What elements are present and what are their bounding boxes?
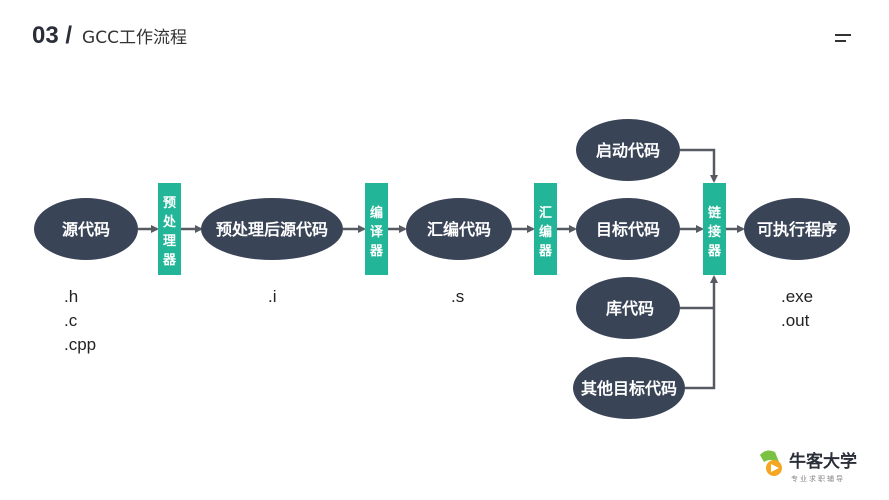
arrow-other-to-linker <box>685 275 718 390</box>
node-startup: 启动代码 <box>576 119 680 181</box>
node-source: 源代码 <box>34 198 138 260</box>
ext-source-2: .cpp <box>64 335 96 354</box>
node-object-label: 目标代码 <box>596 220 660 239</box>
tool-compiler: 编 译 器 <box>365 183 388 275</box>
tool-linker-char-0: 链 <box>707 205 722 221</box>
ext-executable: .exe .out <box>781 287 813 330</box>
node-preprocessed: 预处理后源代码 <box>201 198 343 260</box>
ext-assembly: .s <box>451 287 464 306</box>
logo-play-icon <box>771 464 779 472</box>
tool-assembler-char-1: 编 <box>539 224 552 240</box>
tool-preprocessor-char-2: 理 <box>163 234 176 249</box>
logo-tagline: 专业求职辅导 <box>791 474 845 483</box>
tool-preprocessor-char-1: 处 <box>162 214 177 230</box>
page-title: GCC工作流程 <box>82 28 187 48</box>
page-header: 03 / GCC工作流程 <box>32 22 187 50</box>
node-object: 目标代码 <box>576 198 680 260</box>
tool-compiler-char-2: 器 <box>369 244 384 259</box>
logo-name: 牛客大学 <box>789 451 857 472</box>
node-library: 库代码 <box>576 277 680 339</box>
arrow-startup-to-linker <box>680 148 718 183</box>
tool-assembler-char-0: 汇 <box>539 206 552 221</box>
node-preprocessed-label: 预处理后源代码 <box>216 220 328 239</box>
brand-logo: 牛客大学 专业求职辅导 <box>760 450 857 483</box>
tool-compiler-char-0: 编 <box>370 205 383 221</box>
node-source-label: 源代码 <box>62 220 110 239</box>
tool-linker-char-2: 器 <box>707 244 722 259</box>
tool-preprocessor-char-0: 预 <box>163 196 176 211</box>
logo-mark-icon <box>760 450 779 462</box>
node-assembly: 汇编代码 <box>406 198 512 260</box>
node-other-objects-label: 其他目标代码 <box>581 379 677 398</box>
tool-assembler: 汇 编 器 <box>534 183 557 275</box>
node-assembly-label: 汇编代码 <box>427 220 491 239</box>
node-executable-label: 可执行程序 <box>757 220 837 239</box>
node-library-label: 库代码 <box>606 299 654 318</box>
node-startup-label: 启动代码 <box>596 141 660 160</box>
tool-linker: 链 接 器 <box>703 183 726 275</box>
node-executable: 可执行程序 <box>744 198 850 260</box>
ext-source-0: .h <box>64 287 78 306</box>
ext-preprocessed: .i <box>268 287 277 306</box>
tool-linker-char-1: 接 <box>708 224 721 240</box>
node-other-objects: 其他目标代码 <box>573 357 685 419</box>
tool-preprocessor: 预 处 理 器 <box>158 183 181 275</box>
ext-executable-0: .exe <box>781 287 813 306</box>
ext-executable-1: .out <box>781 311 810 330</box>
menu-icon[interactable] <box>835 34 851 46</box>
tool-preprocessor-char-3: 器 <box>162 253 177 268</box>
ext-source: .h .c .cpp <box>64 287 96 354</box>
tool-assembler-char-2: 器 <box>538 244 553 259</box>
ext-source-1: .c <box>64 311 78 330</box>
section-number: 03 / <box>32 22 73 49</box>
tool-compiler-char-1: 译 <box>370 225 384 240</box>
